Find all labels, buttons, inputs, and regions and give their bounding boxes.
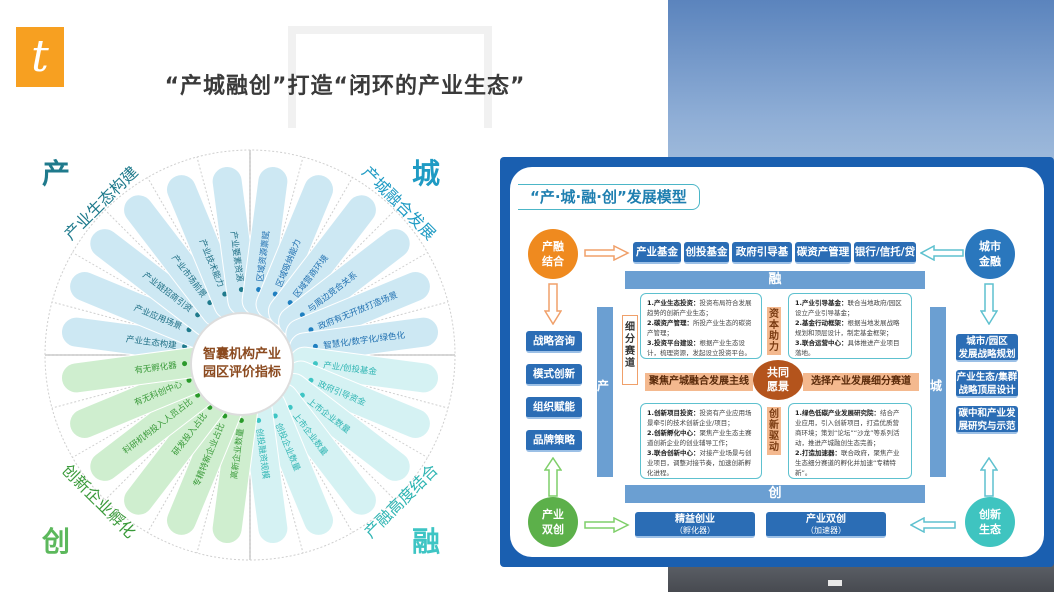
box-item-head: 3.联合运营中心： — [795, 339, 848, 347]
btn-city-park-planning[interactable]: 城市/园区 发展战略规划 — [956, 334, 1018, 362]
box-item-body: 聚焦产业生态主赛道创新企业的创业辅导工作； — [647, 429, 752, 447]
node-industry-finance: 产融 结合 — [528, 229, 578, 279]
node-text: 生态 — [979, 523, 1001, 536]
node-text: 城市 — [979, 240, 1001, 253]
node-innovation-ecology: 创新 生态 — [965, 497, 1015, 547]
btn-industry-cluster-design[interactable]: 产业生态/集群 战略顶层设计 — [956, 370, 1018, 398]
box-item-head: 1.产业引导基金： — [795, 299, 848, 307]
corner-label-innovation: 创 — [42, 525, 71, 558]
node-text: 双创 — [542, 523, 564, 536]
btn-line: 战略顶层设计 — [958, 385, 1016, 396]
evaluation-wheel: 产业生态构建产业应用场景产业链招商引资产业市场前景产业技术能力产业要素资源区域资… — [44, 149, 456, 561]
decorative-frame — [288, 26, 492, 128]
capital-label: 资本助力 — [767, 307, 781, 355]
box-item-head: 2.基金行动框架： — [795, 319, 848, 327]
logo-icon: t — [16, 27, 64, 87]
box-green-research: 1.绿色低碳产业发展研究院：结合产业应用，引入创新项目，打造优质营商环境；策划“… — [788, 403, 912, 479]
wheel-center: 智囊机构产业 园区评价指标 — [190, 312, 294, 416]
node-city-finance: 城市 金融 — [965, 229, 1015, 279]
box-item-head: 1.产业生态投资： — [647, 299, 700, 307]
page-title: “产城融创”打造“闭环的产业生态” — [164, 74, 526, 99]
arrow-right-outline-icon — [584, 517, 630, 533]
box-industry-investment: 1.产业生态投资：投资布局符合发展趋势的创新产业生态； 2.碳资产管理：所投产业… — [640, 293, 762, 359]
corner-label-city: 城 — [412, 157, 441, 190]
vision-text: 愿景 — [767, 380, 789, 393]
btn-brand-strategy[interactable]: 品牌策略 — [526, 430, 582, 452]
vision-text: 共同 — [767, 366, 789, 379]
arrow-up-outline-icon — [544, 457, 562, 497]
box-item-body: 所投产业生态的碳资产管理； — [647, 319, 752, 337]
center-line-1: 智囊机构产业 — [202, 347, 281, 362]
bar-city: 城 — [930, 307, 946, 477]
arrow-right-outline-icon — [584, 245, 630, 261]
box-item-body: 投资布局符合发展趋势的创新产业生态； — [647, 299, 752, 317]
btn-line: 精益创业 — [675, 514, 715, 525]
btn-line: 城市/园区 — [966, 336, 1008, 347]
btn-subline: （加速器） — [806, 526, 846, 535]
box-item-head: 2.创新孵化中心： — [647, 429, 700, 437]
arrow-left-outline-icon — [920, 245, 964, 261]
arrow-down-outline-icon — [980, 283, 998, 325]
box-item-head: 3.联合创新中心： — [647, 449, 700, 457]
btn-model-innovation[interactable]: 模式创新 — [526, 364, 582, 386]
box-item-head: 1.绿色低碳产业发展研究院： — [795, 409, 880, 417]
btn-lean-startup[interactable]: 精益创业 （孵化器） — [635, 512, 755, 538]
btn-industry-double-innovation[interactable]: 产业双创 （加速器） — [766, 512, 886, 538]
bar-innovation: 创 — [625, 485, 925, 503]
arrow-focus-mainline: 聚焦产城融合发展主线 — [645, 373, 753, 391]
box-item-body: 根据产业生态设计，梳理资源，发起设立投资平台。 — [647, 339, 751, 357]
box-innovation-investment: 1.创新项目投资：投资有产业应用场景牵引的技术创新企业/项目； 2.创新孵化中心… — [640, 403, 762, 479]
btn-line: 产业生态/集群 — [956, 372, 1018, 383]
box-item-head: 2.打造加速器： — [795, 449, 841, 457]
node-text: 产融 — [542, 240, 564, 253]
arrow-choose-track: 选择产业发展细分赛道 — [803, 373, 919, 391]
btn-strategy-consulting[interactable]: 战略咨询 — [526, 331, 582, 353]
btn-subline: （孵化器） — [675, 526, 715, 535]
node-text: 结合 — [542, 255, 564, 268]
model-canvas: “产·城·融·创”发展模型 产融 结合 城市 金融 产业 双创 创新 生态 产业… — [510, 167, 1044, 557]
road-marking — [828, 580, 842, 586]
btn-line: 展研究与示范 — [958, 421, 1016, 432]
btn-org-empowerment[interactable]: 组织赋能 — [526, 397, 582, 419]
btn-line: 碳中和产业发 — [958, 408, 1016, 419]
box-item-body: 具体推进产业项目落地。 — [795, 339, 900, 357]
shared-vision: 共同 愿景 — [753, 360, 803, 400]
box-item-body: 对接产业场景与创业项目，调整对接节奏，加速创新孵化进程。 — [647, 449, 752, 477]
box-item-body: 结合产业应用，引入创新项目，打造优质营商环境；策划“论坛”“沙龙”等系列活动，推… — [795, 409, 900, 447]
arrow-up-outline-icon — [980, 457, 998, 497]
btn-line: 发展战略规划 — [958, 349, 1016, 360]
segment-track-label: 细分赛道 — [622, 315, 638, 385]
corner-label-industry: 产 — [42, 157, 71, 190]
innovation-drive-label: 创新驱动 — [767, 407, 781, 455]
box-item-body: 投资有产业应用场景牵引的技术创新企业/项目； — [647, 409, 752, 427]
corner-label-finance: 融 — [412, 525, 441, 558]
node-text: 金融 — [979, 255, 1001, 268]
box-item-body: 根据当地发展战略规划和顶层设计，制定基金框架； — [795, 319, 900, 337]
box-item-head: 2.碳资产管理： — [647, 319, 693, 327]
bar-industry: 产 — [597, 307, 613, 477]
btn-bank-trust-loan[interactable]: 银行/信托/贷款 — [854, 242, 916, 278]
box-guide-fund: 1.产业引导基金：联合当地政府/园区设立产业引导基金； 2.基金行动框架：根据当… — [788, 293, 912, 359]
btn-industry-fund[interactable]: 产业基金 — [633, 242, 681, 264]
btn-line: 产业双创 — [806, 514, 846, 525]
box-item-head: 1.创新项目投资： — [647, 409, 700, 417]
bar-finance: 融 — [625, 271, 925, 289]
arrow-left-outline-icon — [910, 517, 956, 533]
btn-carbon-asset[interactable]: 碳资产管理 — [795, 242, 851, 264]
btn-carbon-neutral-research[interactable]: 碳中和产业发 展研究与示范 — [956, 406, 1018, 434]
center-line-2: 园区评价指标 — [202, 365, 281, 380]
model-title: “产·城·融·创”发展模型 — [518, 184, 700, 210]
box-item-body: 联合当地政府/园区设立产业引导基金； — [795, 299, 902, 317]
road — [668, 562, 1054, 592]
node-industry-innovation: 产业 双创 — [528, 497, 578, 547]
arrow-down-outline-icon — [544, 283, 562, 325]
box-item-body: 联合政府，聚焦产业生态细分赛道的孵化并加速“专精特新”。 — [795, 449, 900, 477]
node-text: 产业 — [542, 508, 564, 521]
node-text: 创新 — [979, 508, 1001, 521]
btn-vc-fund[interactable]: 创投基金 — [684, 242, 729, 264]
btn-gov-guide-fund[interactable]: 政府引导基金 — [732, 242, 792, 278]
development-model-panel: “产·城·融·创”发展模型 产融 结合 城市 金融 产业 双创 创新 生态 产业… — [500, 157, 1054, 567]
box-item-head: 3.投资平台建设： — [647, 339, 700, 347]
